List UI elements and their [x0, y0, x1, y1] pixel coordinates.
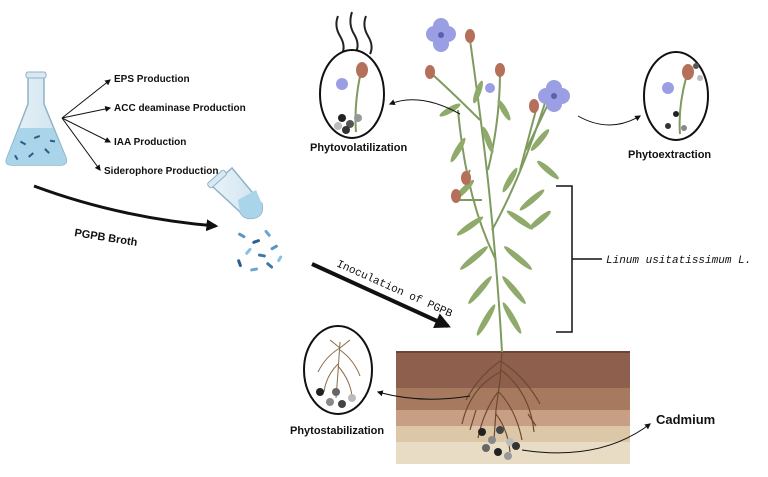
label-iaa-production: IAA Production	[114, 137, 186, 148]
flower-icon	[426, 18, 456, 52]
flower-icon	[538, 80, 570, 112]
broth-arrow	[33, 184, 219, 232]
flax-leaves	[439, 80, 559, 336]
label-siderophore-production: Siderophore Production	[104, 166, 218, 177]
flax-buds	[425, 29, 539, 203]
cadmium-arrow	[521, 423, 651, 454]
label-eps-production: EPS Production	[114, 74, 190, 85]
cadmium-particles	[478, 426, 520, 460]
label-plant-name: Linum usitatissimum L.	[606, 255, 751, 267]
flask-icon	[5, 71, 68, 166]
plant-bracket	[556, 185, 602, 333]
soil-layers	[396, 351, 630, 464]
label-inoculation-of-pgpb: Inoculation of PGPB	[334, 259, 454, 321]
pouring-tube-icon	[207, 166, 264, 220]
phytoextraction-arrow	[577, 115, 642, 126]
label-acc-deaminase-production: ACC deaminase Production	[114, 103, 246, 114]
flax-flowers	[426, 18, 570, 112]
phytostabilization-icon	[303, 325, 373, 415]
roots-icon	[461, 351, 541, 453]
phytostabilization-arrow	[376, 390, 471, 400]
label-pgpb-broth: PGPB Broth	[74, 227, 139, 249]
label-phytoextraction: Phytoextraction	[628, 149, 711, 161]
inoculation-arrow	[311, 262, 451, 328]
phytovolatilization-arrow	[388, 99, 461, 115]
bacteria-cluster-icon	[237, 229, 283, 272]
label-phytovolatilization: Phytovolatilization	[310, 142, 407, 154]
label-phytostabilization: Phytostabilization	[290, 425, 384, 437]
small-flower-icon	[485, 83, 495, 93]
product-arrows	[61, 79, 112, 171]
phytovolatilization-icon	[319, 11, 385, 139]
label-cadmium: Cadmium	[656, 412, 715, 427]
phytoextraction-icon	[643, 51, 709, 141]
